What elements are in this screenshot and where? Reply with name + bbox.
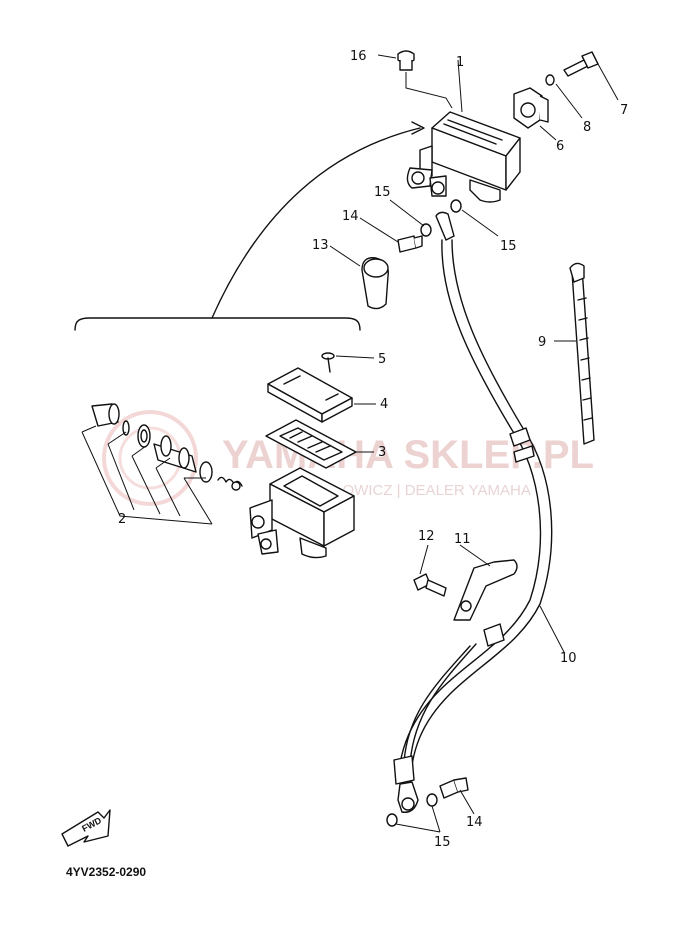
- callout-16: 16: [350, 49, 367, 64]
- brake-light-switch-boot: [361, 257, 389, 310]
- callout-4: 4: [380, 397, 388, 412]
- cover-screw: [321, 352, 335, 373]
- exploded-view-leader: [211, 127, 421, 319]
- callout-13: 13: [312, 238, 329, 253]
- callout-5: 5: [378, 352, 386, 367]
- callout-2: 2: [118, 512, 126, 527]
- callout-10: 10: [560, 651, 577, 666]
- callout-8: 8: [583, 120, 591, 135]
- callout-3: 3: [378, 445, 386, 460]
- callout-7: 7: [620, 103, 628, 118]
- watermark-sub: ...OWICZ | DEALER YAMAHA: [330, 482, 531, 499]
- bracket-bolt: [413, 573, 447, 597]
- union-bolt-upper: [397, 235, 423, 253]
- handlebar-clamp: [513, 87, 549, 129]
- fwd-arrow-icon: FWD: [61, 809, 111, 847]
- callout-12: 12: [418, 529, 435, 544]
- piston-kit: [91, 403, 243, 491]
- union-bolt-lower: [439, 777, 469, 799]
- callout-15-lower: 15: [434, 835, 451, 850]
- callout-6: 6: [556, 139, 564, 154]
- callout-labels: 1 2 3 4 5 6 7 8 9 10 11 12 13 14 14 15 1…: [118, 49, 628, 850]
- hose-guide-bracket: [453, 559, 518, 621]
- reservoir-cover: [267, 367, 353, 423]
- clamp-washer: [545, 74, 555, 86]
- clamp-bolt: [563, 51, 599, 77]
- brake-hose: [393, 211, 553, 813]
- reservoir-cap: [397, 50, 415, 71]
- master-cylinder-body: [249, 467, 355, 559]
- callout-14-lower: 14: [466, 815, 483, 830]
- hose-tie-strap: [569, 262, 595, 445]
- callout-15-upper-right: 15: [500, 239, 517, 254]
- callout-14-upper: 14: [342, 209, 359, 224]
- master-cylinder-assembly: [406, 111, 521, 203]
- callout-11: 11: [454, 532, 471, 547]
- part-code: 4YV2352-0290: [66, 865, 146, 879]
- callout-9: 9: [538, 335, 546, 350]
- exploded-view-bracket: [74, 317, 361, 331]
- banjo-washer-upper: [420, 199, 462, 237]
- callout-1: 1: [456, 55, 464, 70]
- callout-15-upper-left: 15: [374, 185, 391, 200]
